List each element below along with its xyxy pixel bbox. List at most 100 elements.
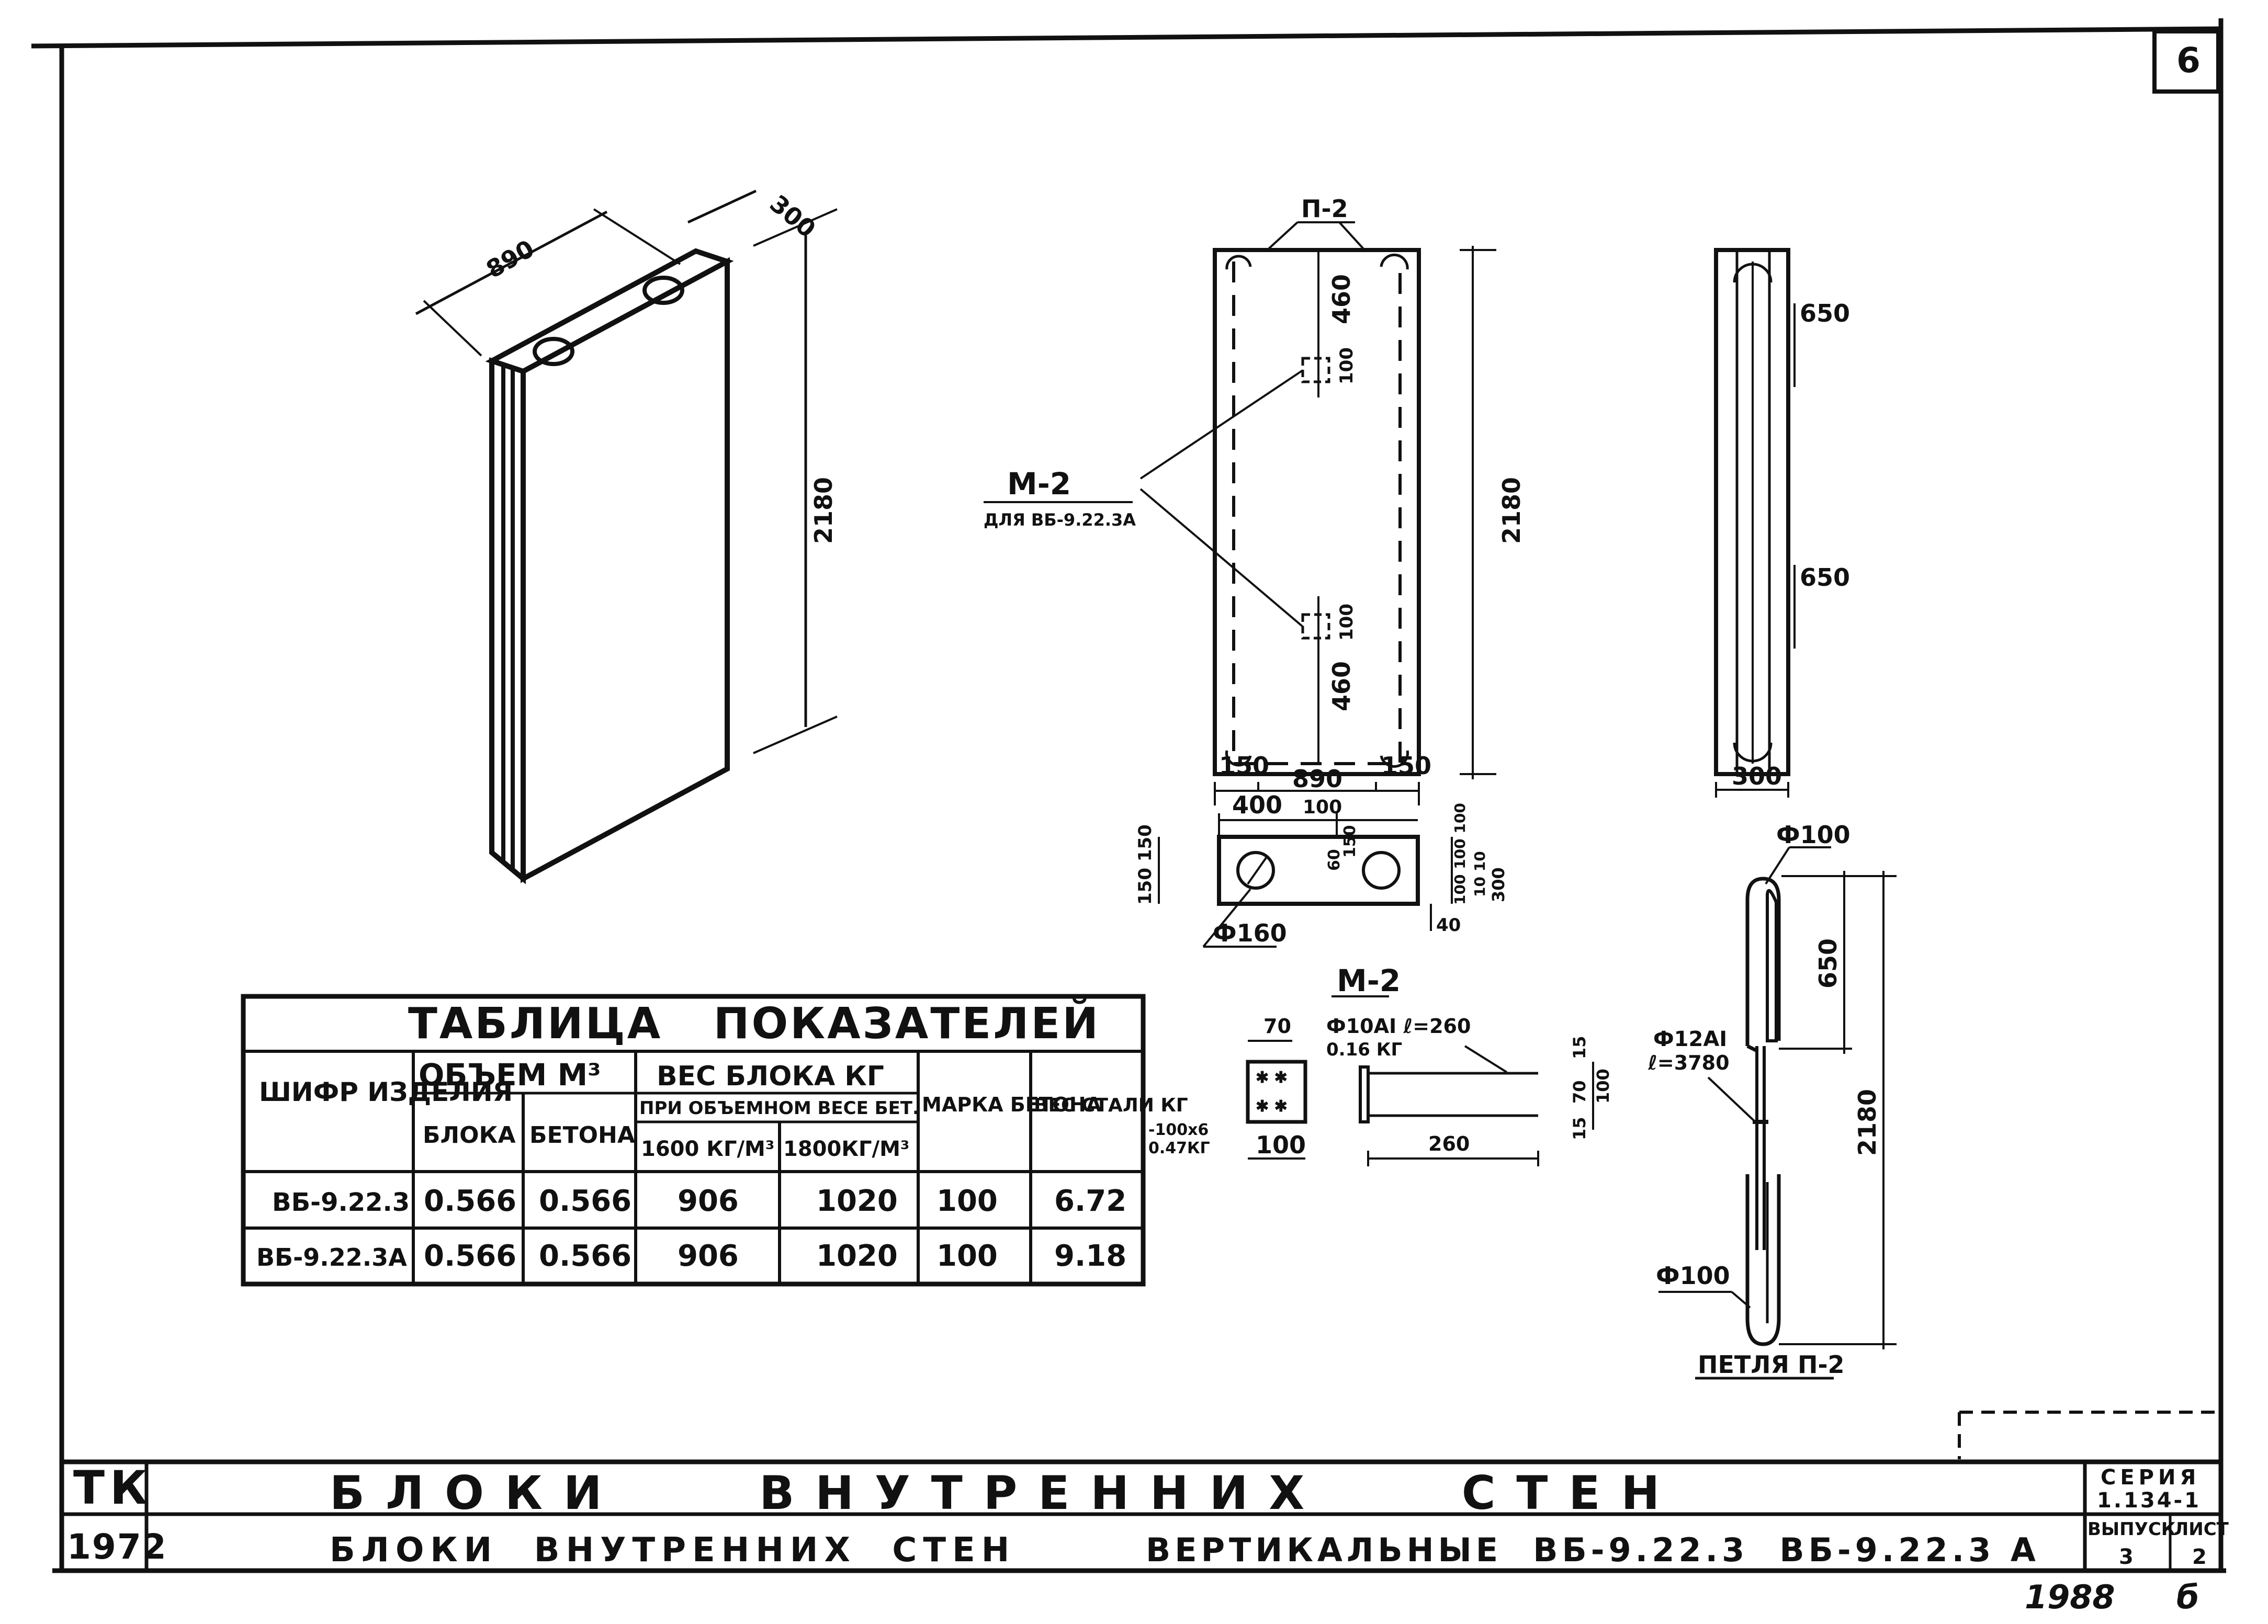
- table-col-weight-1800: 1800КГ/М³: [783, 1137, 909, 1161]
- table-col-weight-sub: ПРИ ОБЪЕМНОМ ВЕСЕ БЕТ.: [639, 1098, 919, 1119]
- title-block-issue-value: 3: [2119, 1545, 2134, 1569]
- handwritten-letter: б: [2176, 1578, 2199, 1616]
- table-col-code-text: ШИФР ИЗДЕЛИЯ: [259, 1077, 513, 1107]
- loop-title: ПЕТЛЯ П-2: [1698, 1350, 1845, 1379]
- title-block-org: ТК: [73, 1461, 153, 1515]
- title-block-issue-label: ВЫПУСК: [2088, 1519, 2176, 1540]
- table-cell-grade: 100: [936, 1184, 998, 1218]
- table-cell-concrete: 0.566: [539, 1239, 631, 1273]
- front-bottom-offset: 460: [1327, 661, 1356, 711]
- plan-dim-60: 60: [1325, 849, 1344, 871]
- front-view: [984, 221, 1496, 805]
- embed-dim-right: 15: [1570, 1036, 1589, 1059]
- front-width-dim: 890: [1292, 765, 1342, 793]
- plan-hole-left: [1236, 851, 1275, 890]
- title-block-series-value: 1.134-1: [2097, 1489, 2201, 1513]
- table-col-volume: ОБЪЕМ М³: [419, 1057, 601, 1093]
- table-row: ВБ-9.22.3 0.566 0.566 906 1020 100 6.72: [272, 1184, 1126, 1218]
- table-col-weight: ВЕС БЛОКА КГ: [657, 1061, 884, 1092]
- table-col-steel: ВЕС СТАЛИ КГ: [1034, 1095, 1188, 1116]
- side-loop-top: 650: [1800, 299, 1850, 327]
- table-cell-grade: 100: [936, 1239, 998, 1273]
- table-cell-steel: 9.18: [1054, 1239, 1126, 1273]
- front-top-offset: 460: [1327, 274, 1356, 324]
- table-cell-block: 0.566: [424, 1184, 516, 1218]
- plan-dim-right-2: 10 10: [1471, 851, 1488, 897]
- table-col-volume-block: БЛОКА: [423, 1122, 516, 1149]
- title-block-series-label: СЕРИЯ: [2101, 1466, 2200, 1490]
- loop-p2-detail: [1658, 846, 1897, 1380]
- loop-bottom-diameter: Ф100: [1656, 1262, 1730, 1290]
- side-width-dim: 300: [1732, 762, 1782, 790]
- plate-weld-mark: ✱ ✱: [1256, 1097, 1288, 1116]
- front-loop-callout: П-2: [1301, 195, 1348, 223]
- sheet-number: 6: [2176, 40, 2201, 81]
- plan-dim-300: 300: [1488, 867, 1508, 902]
- lift-hole-icon: [642, 276, 684, 305]
- table-col-code: ШИФР ИЗДЕЛИЯ: [259, 1077, 513, 1107]
- plate-weld-mark: ✱ ✱: [1256, 1069, 1288, 1087]
- title-block: [59, 1459, 2224, 1573]
- embed-bar-length: 260: [1428, 1132, 1470, 1155]
- iso-height-dim: 2180: [809, 477, 838, 544]
- embed-m2-detail: ✱ ✱ ✱ ✱: [1246, 995, 1594, 1166]
- title-block-year: 1972: [67, 1527, 167, 1567]
- embed-plate-width: 100: [1256, 1131, 1306, 1159]
- embed-plate-side: 70: [1263, 1015, 1291, 1038]
- plan-dim-40: 40: [1436, 915, 1461, 936]
- side-loop-bottom: 650: [1800, 563, 1850, 592]
- plan-dim-400: 400: [1232, 791, 1282, 819]
- loop-bar-length: ℓ=3780: [1648, 1051, 1730, 1074]
- iso-depth-dim: 300: [764, 189, 821, 243]
- table-col-weight-1600: 1600 КГ/М³: [641, 1137, 774, 1161]
- table-cell-concrete: 0.566: [539, 1184, 631, 1218]
- side-view: [1714, 248, 1796, 798]
- front-edge-right: 150: [1381, 752, 1431, 780]
- plan-dim-150: 150: [1341, 825, 1359, 858]
- embed-plate-weight: 0.47КГ: [1148, 1139, 1210, 1157]
- embed-callout-note: ДЛЯ ВБ-9.22.3А: [984, 510, 1136, 530]
- loop-top-diameter: Ф100: [1776, 821, 1850, 849]
- loop-top-length: 650: [1814, 938, 1842, 989]
- table-cell-w1800: 1020: [816, 1184, 898, 1218]
- table-row: ВБ-9.22.3А 0.566 0.566 906 1020 100 9.18: [256, 1239, 1126, 1273]
- embed-plate-note: -100х6: [1148, 1121, 1209, 1139]
- plan-dim-left: 150 150: [1135, 824, 1156, 905]
- embed-callout-title: М-2: [1007, 466, 1071, 502]
- front-height-dim: 2180: [1497, 477, 1526, 544]
- lift-hole-icon: [533, 337, 574, 366]
- table-col-grade: МАРКА БЕТОНА: [922, 1093, 1102, 1116]
- title-block-subtitle-1: БЛОКИ ВНУТРЕННИХ СТЕН: [330, 1531, 1015, 1570]
- loop-total-length: 2180: [1853, 1089, 1881, 1156]
- embed-dim-left: 15: [1570, 1117, 1589, 1140]
- embed-bar-weight: 0.16 КГ: [1326, 1039, 1402, 1060]
- embed-dim-total: 100: [1593, 1069, 1613, 1104]
- plan-view: [1158, 813, 1453, 948]
- embed-plate-top: [1301, 357, 1330, 383]
- front-embed-size-bottom: 100: [1336, 604, 1357, 641]
- table-cell-block: 0.566: [424, 1239, 516, 1273]
- embed-m2-title: М-2: [1337, 963, 1401, 998]
- title-block-subtitle-2: ВЕРТИКАЛЬНЫЕ ВБ-9.22.3 ВБ-9.22.3 А: [1146, 1531, 2040, 1569]
- embed-dim-mid: 70: [1570, 1080, 1589, 1104]
- table-cell-code: ВБ-9.22.3: [272, 1188, 410, 1217]
- handwritten-year: 1988: [2025, 1578, 2115, 1616]
- iso-width-dim: 890: [481, 234, 539, 284]
- indicator-table: [241, 994, 1146, 1287]
- table-cell-code: ВБ-9.22.3А: [256, 1243, 407, 1271]
- plan-dim-right-stack: 100 100 100: [1451, 803, 1469, 905]
- embed-plate-bottom: [1301, 613, 1330, 640]
- table-title: ТАБЛИЦА ПОКАЗАТЕЛЕЙ: [408, 998, 1100, 1049]
- plan-dim-100: 100: [1303, 797, 1342, 818]
- table-cell-steel: 6.72: [1054, 1184, 1126, 1218]
- title-block-sheet-label: ЛИСТ: [2174, 1519, 2229, 1540]
- front-edge-left: 150: [1219, 752, 1269, 780]
- embed-bar-callout: Ф10АI ℓ=260: [1326, 1015, 1471, 1038]
- loop-bar: Ф12АI: [1653, 1027, 1727, 1051]
- table-cell-w1800: 1020: [816, 1239, 898, 1273]
- table-col-volume-concrete: БЕТОНА: [529, 1122, 635, 1149]
- plan-hole-right: [1362, 851, 1401, 890]
- table-cell-w1600: 906: [678, 1184, 739, 1218]
- table-cell-w1600: 906: [678, 1239, 739, 1273]
